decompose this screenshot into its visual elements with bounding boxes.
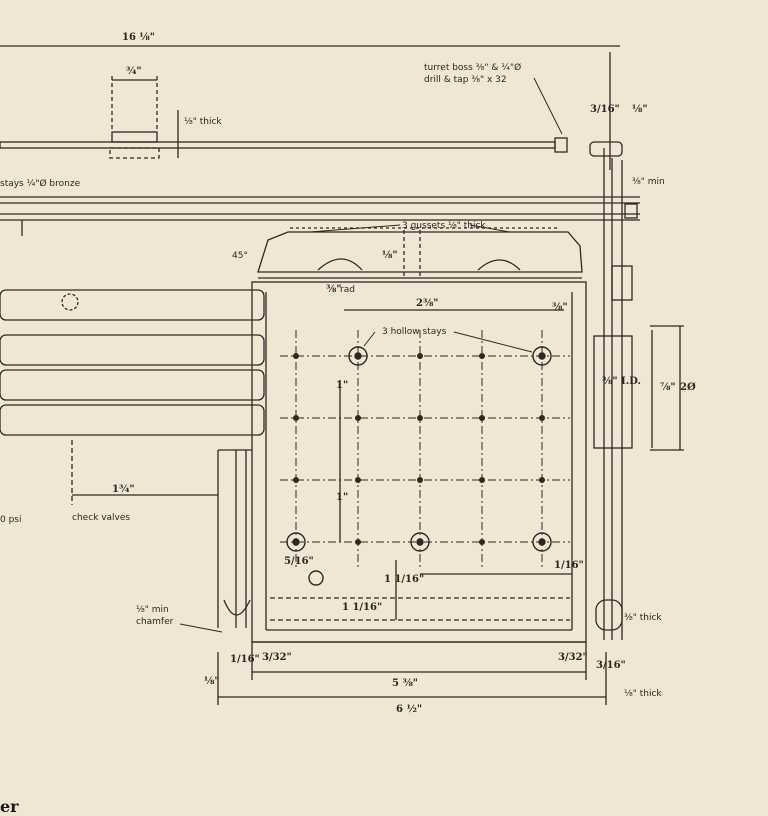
label-45deg: 45° [232, 251, 248, 261]
dim-id: ⅜" I.D. [602, 376, 641, 387]
bracket-top [111, 131, 158, 143]
label-turret-boss: turret boss ⅜" & ¼"Ø [424, 62, 521, 73]
stay-dots [293, 353, 545, 545]
upper-plate [0, 141, 556, 149]
dim-2dia: 2Ø [680, 382, 696, 393]
turret-boss [589, 141, 623, 157]
dim-1-1-16-b: 1 1/16" [342, 602, 382, 613]
dim-3-16-top: 3/16" [590, 104, 620, 115]
water-gauge [593, 335, 633, 449]
dim-3-8-center: ⅜" [326, 284, 342, 295]
dim-1-8-left: ⅛" [204, 676, 220, 687]
dim-3-8-a: ⅜" [552, 302, 568, 313]
dim-1-8-thick: ⅛" thick [624, 689, 662, 699]
label-drill-tap: drill & tap ⅜" x 32 [424, 75, 507, 85]
dim-1in-b: 1" [336, 492, 348, 503]
flue-tube-4 [0, 404, 265, 436]
dim-5-16: 5/16" [284, 556, 314, 567]
dim-3-32-right: 3/32" [558, 652, 588, 663]
flue-tube-3 [0, 369, 265, 401]
label-stays-bronze: stays ¼"Ø bronze [0, 178, 81, 189]
dim-3-8-thick: ⅜" thick [624, 613, 662, 623]
dim-5-3-8: 5 ⅜" [392, 678, 418, 689]
dim-3-16: 3/16" [596, 660, 626, 671]
dim-7-8: ⅞" [660, 382, 676, 393]
label-chamfer: chamfer [136, 617, 174, 627]
dim-1-16: 1/16" [554, 560, 584, 571]
dim-1in: 1" [336, 380, 348, 391]
crown-sheet [257, 231, 583, 273]
label-rad: rad [340, 285, 355, 295]
pipe-fitting [611, 265, 633, 301]
label-overall-width: 16 ⅛" [122, 32, 155, 43]
caption-fragment: er [0, 797, 19, 816]
dim-6-1-2: 6 ½" [396, 704, 422, 715]
label-eighth-thick-top: ⅛" thick [184, 117, 222, 127]
dim-1-16-left: 1/16" [230, 654, 260, 665]
label-check-valves: check valves [72, 513, 130, 523]
label-hollow-stays: 3 hollow stays [382, 327, 447, 337]
hollow-stays [286, 346, 552, 586]
dim-3-32-left: 3/32" [262, 652, 292, 663]
label-gussets: 3 gussets ⅛" thick [402, 221, 486, 231]
flue-tube-2 [0, 334, 265, 366]
dim-1-1-16: 1 1/16" [384, 574, 424, 585]
dim-1-3-4: 1¾" [112, 484, 135, 495]
label-psi: 0 psi [0, 515, 22, 525]
dim-2-3-8: 2⅜" [416, 298, 439, 309]
dim-1-8-a: ⅛" [382, 250, 398, 261]
label-chamfer-min: ⅛" min [136, 605, 169, 615]
label-min: ⅜" min [632, 177, 665, 187]
dim-1-8-top: ⅛" [632, 104, 648, 115]
flue-tube-1 [0, 289, 265, 321]
label-top-width: ¾" [126, 66, 142, 77]
